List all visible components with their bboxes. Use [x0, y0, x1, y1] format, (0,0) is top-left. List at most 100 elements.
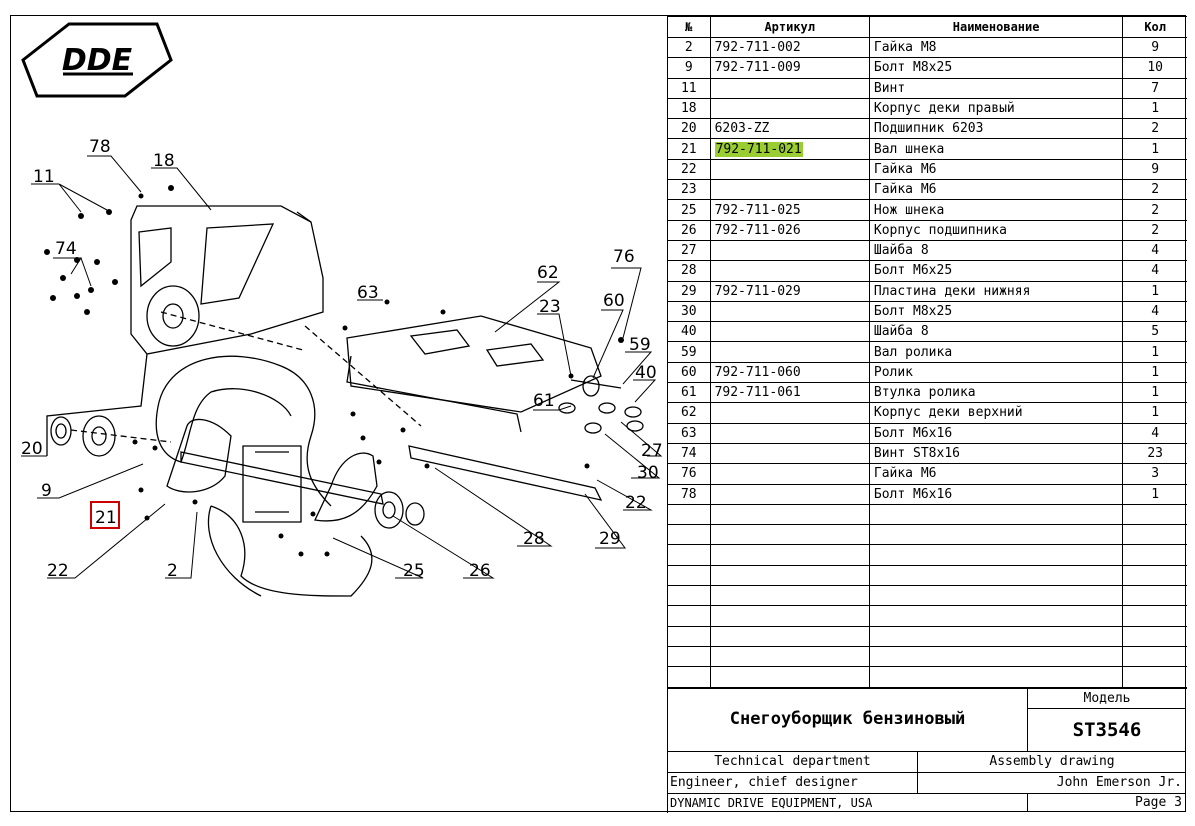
row-article: 6203-ZZ	[709, 118, 870, 140]
row-num-text: 29	[680, 283, 697, 299]
row-qty-text: 2	[1151, 222, 1160, 238]
row-article	[709, 77, 870, 99]
row-num: 9	[668, 57, 711, 79]
row-qty-text: 4	[1151, 263, 1160, 279]
table-row-empty	[668, 503, 1187, 526]
row-qty-text: 2	[1151, 121, 1160, 137]
row-qty: 5	[1122, 321, 1187, 343]
row-name-text: Болт М8x25	[873, 60, 953, 76]
table-row[interactable]: 28 Болт М6x25 4	[668, 260, 1187, 282]
row-name: Шайба 8	[868, 239, 1124, 262]
row-num-text: 28	[680, 263, 697, 279]
empty-cell	[709, 585, 870, 607]
row-article	[709, 97, 870, 120]
row-article	[709, 402, 870, 424]
empty-cell	[709, 605, 870, 627]
row-name: Подшипник 6203	[868, 118, 1124, 140]
row-qty: 1	[1122, 97, 1187, 120]
row-qty-text: 4	[1151, 425, 1160, 441]
row-article: 792-711-029	[709, 280, 870, 302]
row-name: Шайба 8	[868, 321, 1124, 343]
row-num: 18	[668, 97, 711, 120]
callout-21-box[interactable]: 21	[90, 501, 120, 529]
row-name: Болт М6x16	[868, 422, 1124, 444]
row-article-text: 792-711-026	[714, 222, 801, 238]
callout-11: 11	[33, 167, 55, 187]
row-qty: 1	[1122, 280, 1187, 302]
row-name: Вал ролика	[868, 341, 1124, 363]
row-qty-text: 1	[1151, 344, 1160, 360]
row-name-text: Втулка ролика	[873, 385, 976, 401]
callout-28: 28	[523, 529, 545, 549]
row-num: 25	[668, 199, 711, 221]
row-qty: 1	[1122, 382, 1187, 404]
row-num-text: 30	[680, 304, 697, 319]
row-qty-text: 23	[1147, 446, 1163, 462]
empty-cell	[1122, 564, 1187, 587]
row-article	[709, 179, 870, 201]
empty-cell	[709, 625, 870, 647]
row-num: 2	[668, 36, 711, 59]
callout-78: 78	[89, 137, 111, 157]
empty-cell	[868, 605, 1124, 627]
empty-cell	[668, 524, 711, 546]
row-name-text: Ролик	[873, 364, 914, 380]
empty-cell	[668, 605, 711, 627]
row-name-text: Гайка М8	[873, 40, 937, 56]
row-num-text: 20	[680, 121, 697, 137]
row-qty: 3	[1122, 463, 1187, 485]
row-article	[709, 321, 870, 343]
company-cell: DYNAMIC DRIVE EQUIPMENT, USA	[668, 793, 1028, 812]
row-num-text: 2	[684, 40, 693, 56]
empty-cell	[668, 585, 711, 607]
empty-cell	[709, 564, 870, 587]
callout-61: 61	[533, 391, 555, 411]
row-qty: 10	[1122, 57, 1187, 79]
row-name: Болт М8x25	[868, 57, 1124, 79]
row-num: 30	[668, 300, 711, 323]
row-name: Болт М8x25	[868, 300, 1124, 323]
row-article	[709, 341, 870, 363]
row-qty: 2	[1122, 199, 1187, 221]
callout-9: 9	[41, 481, 52, 501]
row-name: Пластина деки нижняя	[868, 280, 1124, 302]
row-name: Болт М6x25	[868, 260, 1124, 282]
row-name-text: Шайба 8	[873, 324, 929, 340]
row-article: 792-711-009	[709, 57, 870, 79]
callout-22-right: 22	[625, 493, 647, 513]
empty-cell	[868, 524, 1124, 546]
table-row-empty	[668, 605, 1187, 627]
row-qty: 23	[1122, 442, 1187, 465]
row-num: 61	[668, 382, 711, 404]
row-num: 78	[668, 483, 711, 505]
row-article-text: 792-711-061	[714, 385, 801, 401]
empty-cell	[868, 585, 1124, 607]
row-article-text: 792-711-009	[714, 60, 801, 76]
leader-lines	[21, 155, 663, 579]
row-name-text: Корпус деки верхний	[873, 405, 1023, 421]
row-qty: 2	[1122, 118, 1187, 140]
row-num-text: 23	[680, 182, 697, 198]
